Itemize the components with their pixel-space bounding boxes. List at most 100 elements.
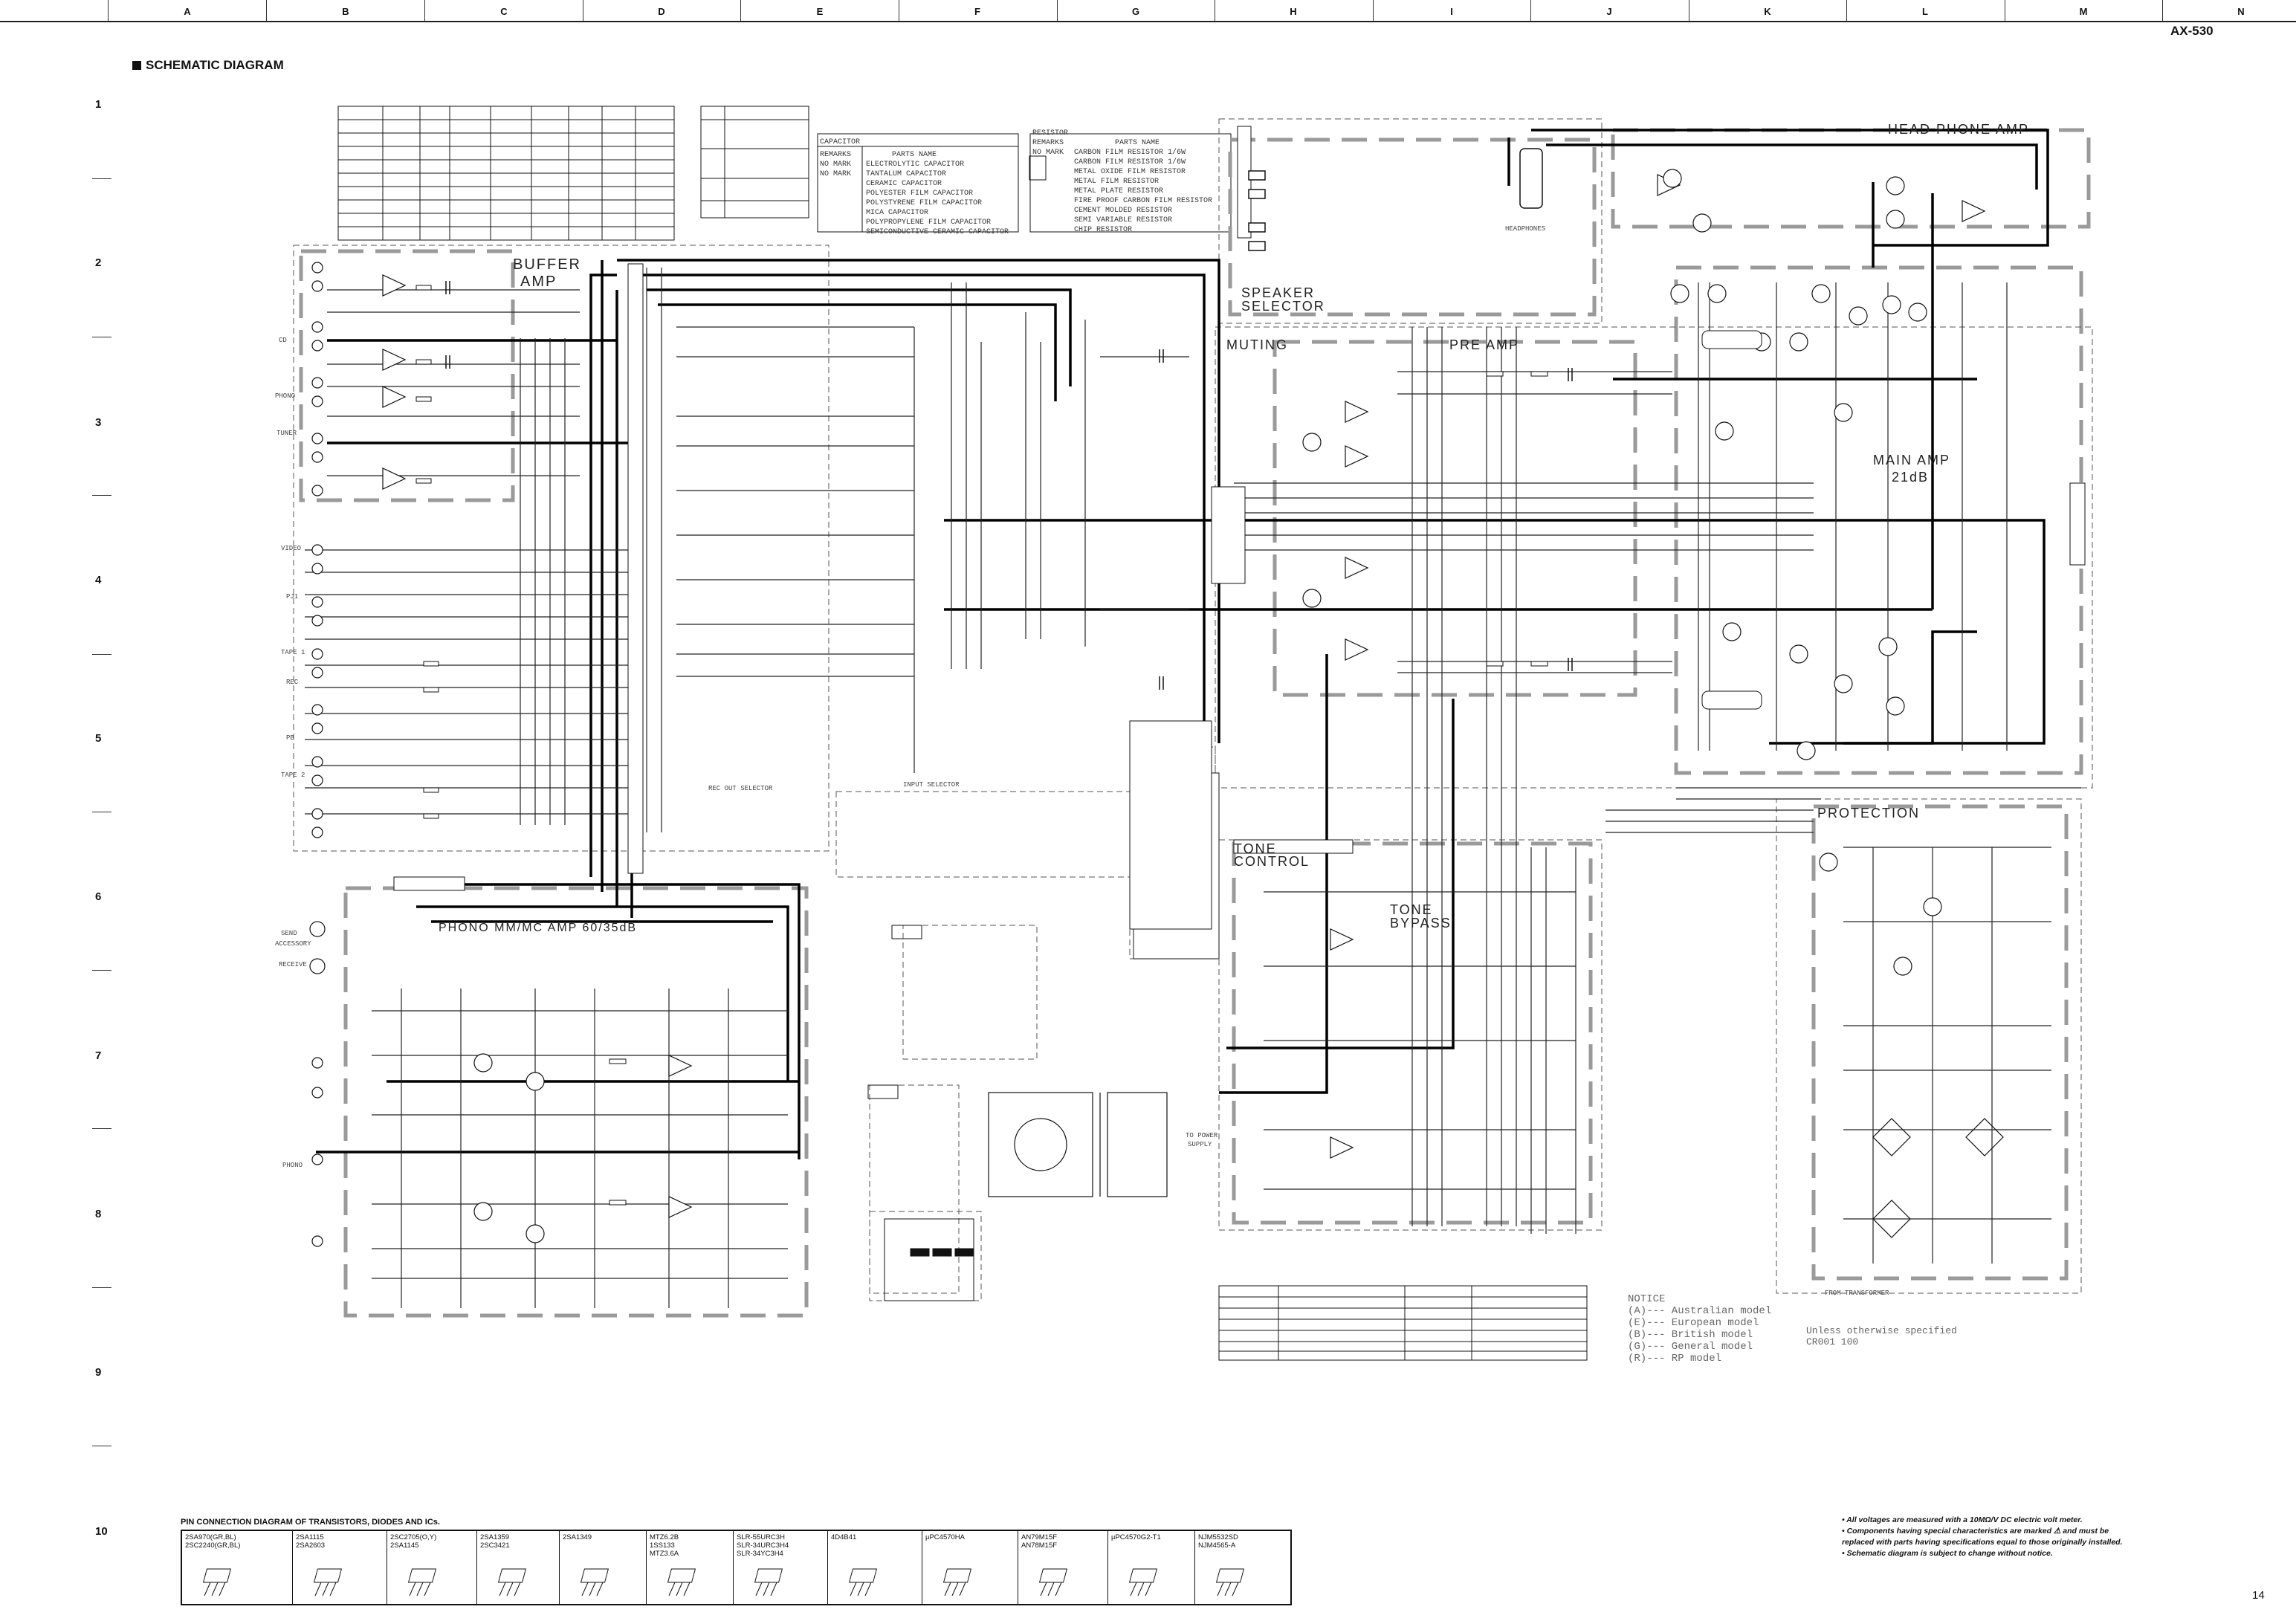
pin-diagram-cell: µPC4570HA xyxy=(922,1530,1018,1605)
column-letter: C xyxy=(500,6,508,17)
row-number: 10 xyxy=(95,1525,108,1538)
svg-text:CD: CD xyxy=(279,337,287,344)
svg-text:PHONO: PHONO xyxy=(275,392,295,400)
pin-diagram-cell: 4D4B41 xyxy=(827,1530,922,1605)
svg-text:PB: PB xyxy=(286,734,294,742)
svg-text:PHONO: PHONO xyxy=(282,1162,303,1169)
svg-text:TUNER: TUNER xyxy=(277,430,297,437)
input-selector-label: INPUT SELECTOR xyxy=(903,781,960,789)
svg-text:RECEIVE: RECEIVE xyxy=(279,961,307,968)
row-number: 7 xyxy=(95,1049,102,1062)
notice-title: NOTICE xyxy=(1628,1293,1666,1305)
package-outline-icon xyxy=(497,1568,527,1596)
buffer-amp-label-2: AMP xyxy=(520,274,557,290)
package-outline-icon xyxy=(1128,1568,1158,1596)
svg-text:MICA CAPACITOR: MICA CAPACITOR xyxy=(866,209,928,217)
pin-connection-section: PIN CONNECTION DIAGRAM OF TRANSISTORS, D… xyxy=(181,1518,1292,1605)
svg-text:TAPE 2: TAPE 2 xyxy=(281,771,305,779)
package-outline-icon xyxy=(313,1568,343,1596)
part-number: NJM4565-A xyxy=(1198,1541,1236,1550)
notice-line: (A)--- Australian model xyxy=(1628,1305,1772,1317)
svg-text:REC: REC xyxy=(286,679,299,686)
part-number: 1SS133 xyxy=(650,1541,675,1550)
notes-block: • All voltages are measured with a 10MΩ/… xyxy=(1842,1515,2123,1559)
svg-text:CERAMIC CAPACITOR: CERAMIC CAPACITOR xyxy=(866,180,942,188)
rec-out-selector-label: REC OUT SELECTOR xyxy=(708,785,773,792)
notice-line: (R)--- RP model xyxy=(1628,1353,1722,1365)
speaker-selector-border xyxy=(1228,137,1597,317)
svg-text:REMARKS: REMARKS xyxy=(1032,139,1064,147)
part-number: AN78M15F xyxy=(1021,1541,1058,1550)
column-divider xyxy=(2162,0,2163,21)
buffer-amp-label: BUFFER xyxy=(513,256,581,273)
tone-bypass-label-2: BYPASS xyxy=(1390,916,1452,931)
main-amp-label: MAIN AMP xyxy=(1873,453,1950,467)
svg-text:PARTS NAME: PARTS NAME xyxy=(1115,139,1160,147)
svg-text:CARBON FILM RESISTOR 1/6W: CARBON FILM RESISTOR 1/6W xyxy=(1074,158,1186,166)
capacitor-legend-frame xyxy=(817,133,1019,233)
notice-block: NOTICE (A)--- Australian model (E)--- Eu… xyxy=(1628,1293,1771,1365)
note-line: • Components having special characterist… xyxy=(1842,1527,2109,1536)
package-outline-icon xyxy=(942,1568,972,1596)
svg-text:NO MARK: NO MARK xyxy=(820,161,851,169)
row-divider xyxy=(92,654,111,655)
unless-line: CR001 100 xyxy=(1806,1336,1859,1347)
pre-amp-border xyxy=(1272,340,1637,697)
column-letter: G xyxy=(1131,6,1140,17)
svg-text:CARBON FILM RESISTOR 1/6W: CARBON FILM RESISTOR 1/6W xyxy=(1074,148,1186,157)
headphones-label: HEADPHONES xyxy=(1505,225,1545,233)
package-outline-icon xyxy=(754,1568,783,1596)
column-divider xyxy=(108,0,109,21)
package-outline-icon xyxy=(407,1568,437,1596)
svg-text:REMARKS: REMARKS xyxy=(820,151,851,159)
protection-label: PROTECTION xyxy=(1817,806,1920,821)
part-number: SLR-34URC3H4 xyxy=(737,1541,789,1550)
pin-connection-title: PIN CONNECTION DIAGRAM OF TRANSISTORS, D… xyxy=(181,1518,440,1527)
row-number: 8 xyxy=(95,1208,102,1220)
part-number: SLR-34YC3H4 xyxy=(737,1550,783,1558)
column-letter: A xyxy=(184,6,191,17)
pin-diagram-cell: 2SA970(GR,BL)2SC2240(GR,BL) xyxy=(181,1530,293,1605)
column-letter: I xyxy=(1450,6,1453,17)
row-number: 9 xyxy=(95,1366,102,1379)
row-number: 3 xyxy=(95,416,102,429)
package-outline-icon xyxy=(202,1568,232,1596)
column-letter: D xyxy=(658,6,665,17)
svg-text:TAPE 1: TAPE 1 xyxy=(281,649,305,656)
notice-line: (B)--- British model xyxy=(1628,1329,1753,1341)
svg-text:SEND: SEND xyxy=(281,930,297,937)
column-letter: J xyxy=(1606,6,1612,17)
column-ruler xyxy=(0,0,2296,22)
to-power-supply-label: TO POWER xyxy=(1186,1132,1218,1139)
row-divider xyxy=(92,1128,111,1129)
svg-text:ELECTROLYTIC CAPACITOR: ELECTROLYTIC CAPACITOR xyxy=(866,161,964,169)
column-divider xyxy=(1057,0,1058,21)
part-number: 2SC2705(O,Y) xyxy=(390,1533,437,1541)
tone-control-label: TONE xyxy=(1234,841,1277,856)
part-number: 2SC3421 xyxy=(480,1541,510,1550)
svg-text:FIRE PROOF CARBON FILM RESISTO: FIRE PROOF CARBON FILM RESISTOR xyxy=(1074,197,1212,205)
part-number: 2SC2240(GR,BL) xyxy=(185,1541,241,1550)
svg-text:PARTS NAME: PARTS NAME xyxy=(892,151,937,159)
resistor-legend-frame xyxy=(1029,133,1232,233)
svg-text:PJ1: PJ1 xyxy=(286,593,298,601)
pin-diagram-cell: µPC4570G2-T1 xyxy=(1107,1530,1195,1605)
tone-bypass-label: TONE xyxy=(1390,902,1433,917)
part-number: 4D4B41 xyxy=(831,1533,857,1541)
speaker-selector-label-2: SELECTOR xyxy=(1241,299,1325,314)
svg-text:NO MARK: NO MARK xyxy=(820,170,851,178)
row-number: 2 xyxy=(95,256,102,269)
resistor-heading: RESISTOR xyxy=(1032,129,1068,137)
tone-control-label-2: CONTROL xyxy=(1234,854,1310,869)
svg-text:SEMI VARIABLE RESISTOR: SEMI VARIABLE RESISTOR xyxy=(1074,216,1172,224)
note-line: • All voltages are measured with a 10MΩ/… xyxy=(1842,1515,2083,1524)
pin-diagram-cell: 2SA1349 xyxy=(559,1530,647,1605)
svg-text:ACCESSORY: ACCESSORY xyxy=(275,940,311,948)
svg-text:SEMICONDUCTIVE CERAMIC CAPACIT: SEMICONDUCTIVE CERAMIC CAPACITOR xyxy=(866,228,1009,236)
part-number: NJM5532SD xyxy=(1198,1533,1238,1541)
